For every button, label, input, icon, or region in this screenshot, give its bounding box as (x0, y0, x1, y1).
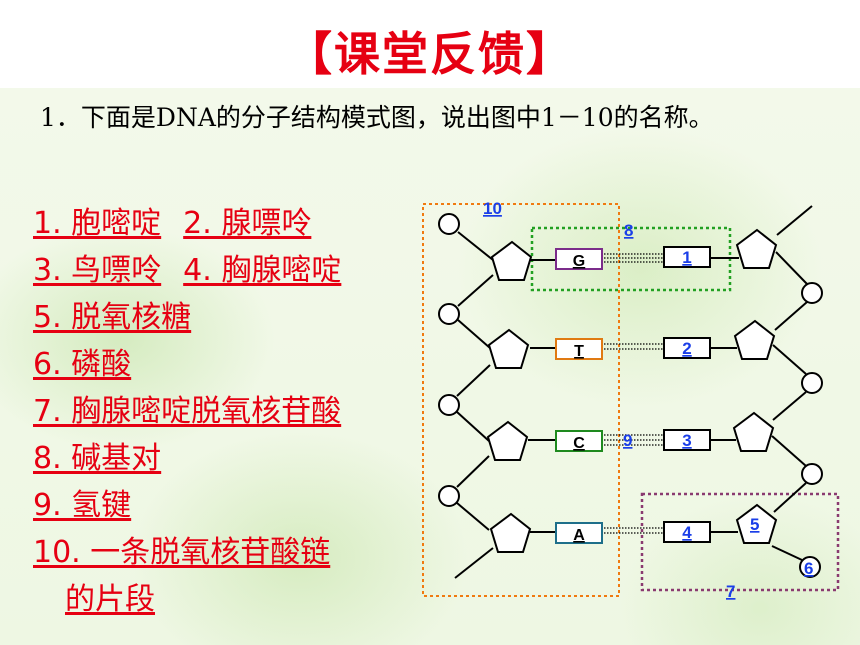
slide-title: 【课堂反馈】 (286, 27, 574, 81)
phosphate-circle (801, 463, 823, 485)
question-text: 1．下面是DNA的分子结构模式图，说出图中1－10的名称。 (40, 103, 714, 132)
answer-5: 5. 脱氧核糖 (33, 300, 192, 335)
callout-5: 5 (750, 515, 759, 534)
hydrogen-bonds (604, 253, 664, 534)
deoxyribose-pentagon (489, 512, 532, 553)
outline-nucleotide (640, 492, 840, 592)
base-box-t (555, 338, 603, 360)
callout-6: 6 (804, 559, 813, 578)
callout-7: 7 (726, 582, 735, 601)
callout-numbers: 10 8 9 5 6 7 (483, 199, 813, 601)
callout-9: 9 (623, 431, 632, 450)
answer-10-line-1: 10. 一条脱氧核苷酸链 (33, 535, 331, 570)
base-box-3 (663, 429, 711, 451)
base-box-a (555, 522, 603, 544)
answer-4: 4. 胸腺嘧啶 (183, 253, 342, 288)
left-backbone (454, 231, 568, 579)
deoxyribose-pentagon (735, 228, 778, 269)
base-letter-c: C (573, 435, 585, 452)
answer-6: 6. 磷酸 (33, 347, 132, 382)
number-label-4: 4 (682, 523, 692, 542)
base-box-g (555, 248, 603, 270)
answer-2: 2. 腺嘌呤 (183, 206, 312, 241)
callout-10: 10 (483, 199, 502, 218)
deoxyribose-pentagon-5 (735, 503, 778, 544)
phosphate-circle (438, 213, 460, 235)
answer-list: 1. 胞嘧啶 2. 腺嘌呤 3. 鸟嘌呤 4. 胸腺嘧啶 5. 脱氧核糖 6. 磷酸… (33, 200, 341, 623)
base-box-2 (663, 337, 711, 359)
answer-row-5: 5. 脱氧核糖 (33, 294, 341, 341)
deoxyribose-pentagon (490, 240, 533, 281)
answer-row-3-4: 3. 鸟嘌呤 4. 胸腺嘧啶 (33, 247, 341, 294)
right-phosphates (799, 282, 823, 578)
answer-3: 3. 鸟嘌呤 (33, 253, 162, 288)
phosphate-circle-6 (799, 556, 821, 578)
right-base-numbers: 1 2 3 4 (682, 248, 692, 542)
answer-1: 1. 胞嘧啶 (33, 206, 162, 241)
answer-row-10: 10. 一条脱氧核苷酸链 (33, 529, 341, 576)
deoxyribose-pentagon (487, 328, 530, 369)
title-band (0, 0, 860, 88)
answer-row-9: 9. 氢键 (33, 482, 341, 529)
number-label-2: 2 (682, 339, 691, 358)
right-base-boxes (663, 246, 711, 543)
base-box-4 (663, 521, 711, 543)
answer-7: 7. 胸腺嘧啶脱氧核苷酸 (33, 394, 342, 429)
left-sugars (486, 240, 533, 553)
left-phosphates (438, 213, 460, 507)
base-box-c (555, 430, 603, 452)
number-label-1: 1 (682, 248, 691, 267)
base-letter-t: T (574, 343, 584, 360)
phosphate-circle (438, 303, 460, 325)
left-base-letters: G T C A (573, 253, 585, 544)
number-label-3: 3 (682, 431, 691, 450)
phosphate-circle (438, 394, 460, 416)
callout-8: 8 (624, 221, 633, 240)
right-sugars (732, 228, 778, 544)
left-base-boxes (555, 248, 603, 544)
outline-chain-segment (422, 203, 620, 597)
phosphate-circle (801, 372, 823, 394)
answer-9: 9. 氢键 (33, 488, 132, 523)
answer-row-6: 6. 磷酸 (33, 341, 341, 388)
slide-background (0, 88, 860, 645)
phosphate-circle (801, 282, 823, 304)
answer-row-8: 8. 碱基对 (33, 435, 341, 482)
answer-10-line-2: 的片段 (65, 582, 155, 617)
deoxyribose-pentagon (486, 420, 529, 461)
deoxyribose-pentagon (732, 411, 775, 452)
phosphate-circle (438, 485, 460, 507)
base-letter-g: G (573, 253, 585, 270)
answer-row-7: 7. 胸腺嘧啶脱氧核苷酸 (33, 388, 341, 435)
deoxyribose-pentagon (733, 319, 776, 360)
base-letter-a: A (573, 527, 585, 544)
base-box-1 (663, 246, 711, 268)
answer-row-10-cont: 的片段 (33, 576, 341, 623)
right-backbone (710, 205, 813, 561)
answer-8: 8. 碱基对 (33, 441, 162, 476)
answer-row-1-2: 1. 胞嘧啶 2. 腺嘌呤 (33, 200, 341, 247)
